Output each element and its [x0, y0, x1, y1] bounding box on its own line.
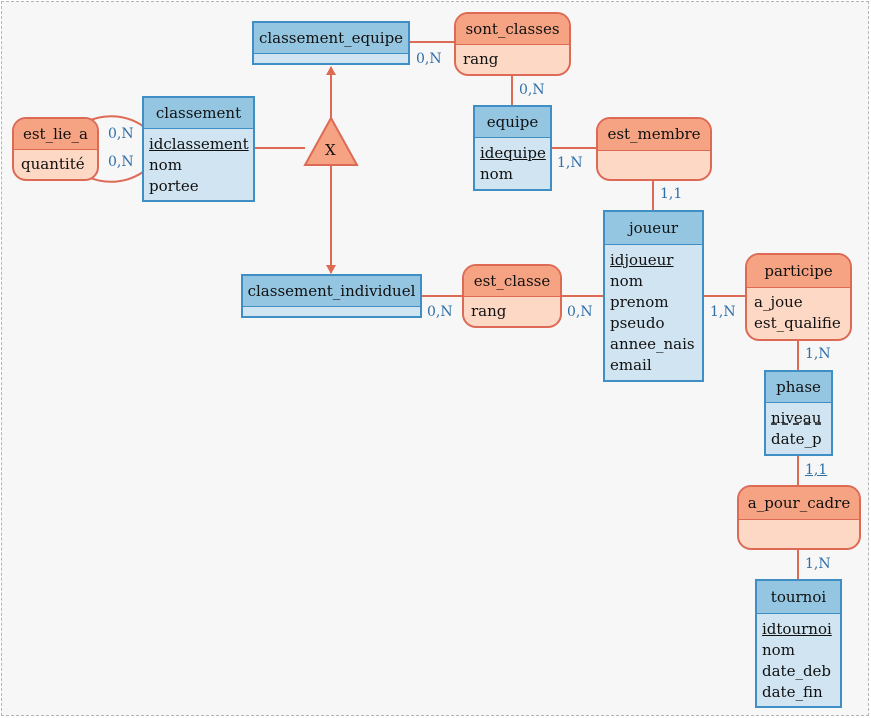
entity-title: equipe [475, 107, 550, 138]
attribute-identifier: idclassement [149, 135, 249, 153]
entity-attributes: idtournoi nom date_deb date_fin [757, 614, 840, 703]
cardinality-label: 1,N [805, 556, 831, 572]
entity-classement[interactable]: classement idclassement nom portee [142, 96, 255, 202]
cardinality-label: 1,N [805, 346, 831, 362]
cardinality-label: 0,N [519, 82, 545, 98]
relation-attributes [739, 520, 859, 524]
relation-a-pour-cadre[interactable]: a_pour_cadre [737, 485, 861, 550]
entity-title: classement_equipe [254, 23, 408, 54]
attribute: nom [149, 156, 182, 174]
relation-attributes: rang [464, 297, 560, 322]
cardinality-label: 0,N [416, 51, 442, 67]
attribute: nom [762, 641, 795, 659]
entity-classement-equipe[interactable]: classement_equipe [252, 21, 410, 65]
attribute: email [610, 356, 652, 374]
entity-title: phase [766, 372, 831, 403]
cardinality-label: 0,N [108, 126, 134, 142]
entity-attributes: idequipe nom [475, 138, 550, 185]
relation-est-classe[interactable]: est_classe rang [462, 264, 562, 328]
inheritance-triangle [303, 115, 359, 166]
attribute: rang [463, 50, 499, 68]
attribute: est_qualifie [754, 314, 841, 332]
attribute-identifier: idjoueur [610, 251, 674, 269]
cardinality-label: 0,N [427, 304, 453, 320]
entity-attributes: niveau date_p [766, 403, 831, 450]
attribute-identifier: idequipe [480, 144, 546, 162]
relation-attributes [598, 151, 710, 155]
entity-tournoi[interactable]: tournoi idtournoi nom date_deb date_fin [755, 579, 842, 708]
entity-attributes: idclassement nom portee [144, 129, 253, 197]
relation-est-membre[interactable]: est_membre [596, 117, 712, 181]
attribute-weak-identifier: niveau [771, 409, 822, 427]
attribute: portee [149, 177, 199, 195]
attribute: rang [471, 302, 507, 320]
entity-classement-individuel[interactable]: classement_individuel [241, 274, 422, 318]
relation-title: est_classe [464, 266, 560, 297]
attribute: a_joue [754, 293, 803, 311]
relation-title: est_lie_a [14, 119, 97, 150]
attribute: prenom [610, 293, 669, 311]
entity-title: classement [144, 98, 253, 129]
attribute: nom [480, 165, 513, 183]
relation-title: a_pour_cadre [739, 487, 859, 520]
cardinality-label: 1,N [557, 155, 583, 171]
inheritance-label: X [325, 141, 336, 159]
attribute-identifier: idtournoi [762, 620, 832, 638]
entity-joueur[interactable]: joueur idjoueur nom prenom pseudo annee_… [603, 210, 704, 382]
relation-attributes: quantité [14, 150, 97, 175]
cardinality-label: 1,N [710, 304, 736, 320]
relation-attributes: rang [456, 45, 569, 70]
attribute: date_p [771, 430, 822, 448]
cardinality-label: 0,N [108, 154, 134, 170]
entity-attributes [254, 54, 408, 62]
relation-sont-classes[interactable]: sont_classes rang [454, 12, 571, 76]
relation-title: est_membre [598, 119, 710, 151]
entity-attributes: idjoueur nom prenom pseudo annee_nais em… [605, 245, 702, 376]
entity-title: tournoi [757, 581, 840, 614]
entity-equipe[interactable]: equipe idequipe nom [473, 105, 552, 191]
entity-phase[interactable]: phase niveau date_p [764, 370, 833, 456]
entity-title: classement_individuel [243, 276, 420, 307]
entity-attributes [243, 307, 420, 315]
relation-title: sont_classes [456, 14, 569, 45]
attribute: annee_nais [610, 335, 695, 353]
attribute: nom [610, 272, 643, 290]
cardinality-label: 0,N [567, 304, 593, 320]
entity-title: joueur [605, 212, 702, 245]
relation-attributes: a_joue est_qualifie [747, 288, 850, 334]
cardinality-label: 1,1 [660, 186, 683, 202]
relation-participe[interactable]: participe a_joue est_qualifie [745, 253, 852, 341]
cardinality-label: 1,1 [805, 462, 828, 478]
attribute: quantité [21, 155, 85, 173]
relation-est-lie-a[interactable]: est_lie_a quantité [12, 117, 99, 181]
relation-title: participe [747, 255, 850, 288]
attribute: date_deb [762, 662, 832, 680]
attribute: pseudo [610, 314, 665, 332]
attribute: date_fin [762, 683, 823, 701]
